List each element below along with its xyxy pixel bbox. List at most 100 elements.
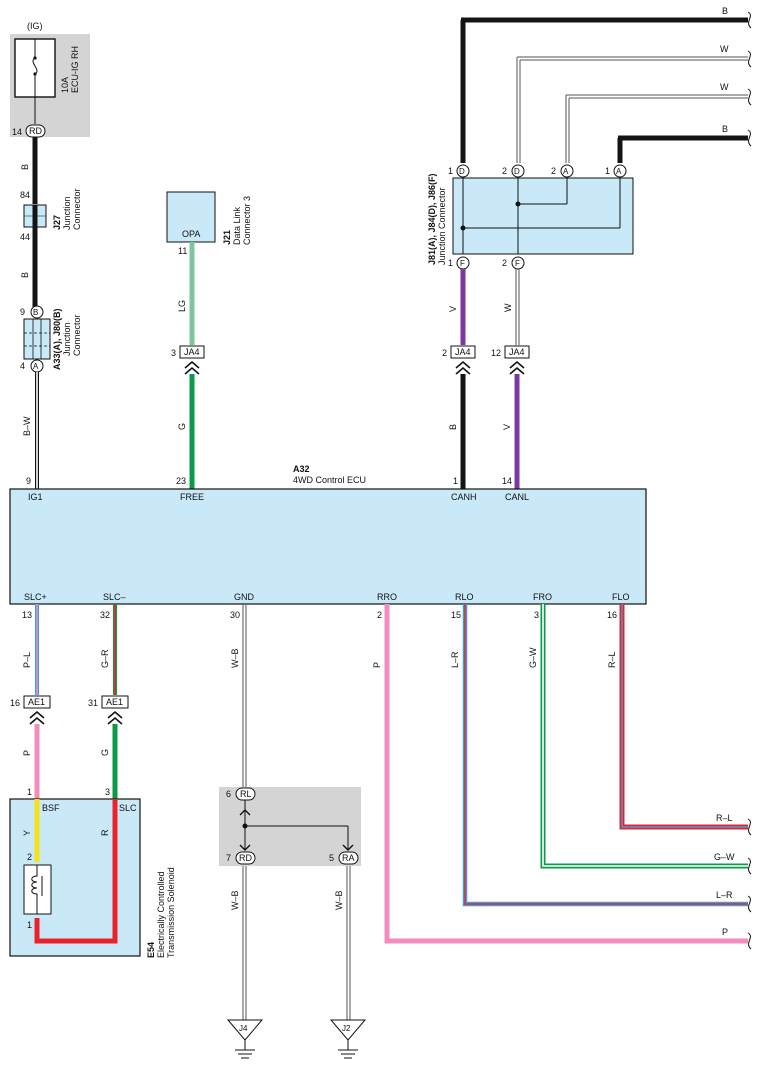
j33-code-top-text: B	[33, 308, 38, 317]
wire-label-p: P	[22, 750, 32, 756]
wire-label-canh: B	[448, 424, 458, 430]
j21-connector	[166, 191, 216, 243]
ecu-pin-slcp: 13	[22, 610, 32, 620]
j81-top-code-3	[560, 164, 574, 178]
ae1-right-code: AE1	[106, 697, 123, 707]
ja4-free-connector	[179, 345, 205, 359]
coil-icon	[31, 865, 38, 914]
j81-top-code-2-text: D	[514, 167, 520, 176]
ae1-left-code: AE1	[28, 697, 45, 707]
right-label-top-3: W	[720, 82, 729, 92]
wire-label-rro: P	[372, 662, 382, 668]
j33-code-bottom-text: A	[33, 362, 39, 371]
wire-label-bw: B–W	[22, 416, 32, 436]
ecu-term-canl: CANL	[505, 492, 529, 502]
ecu-term-canh: CANH	[451, 492, 477, 502]
ae1-left-chevron-icon	[29, 710, 45, 725]
ja4-canh-code: JA4	[455, 347, 471, 357]
ecu-term-rlo: RLO	[455, 592, 474, 602]
ra-code: RA	[342, 853, 355, 863]
ja4-canl-pin: 12	[491, 348, 501, 358]
wire-label-lg: LG	[177, 300, 187, 312]
ecu-term-flo: FLO	[612, 592, 630, 602]
rl-pin: 6	[226, 789, 231, 799]
wire-label-g: G	[177, 423, 187, 430]
ground-left-icon	[226, 1019, 264, 1041]
j33-connector	[23, 318, 51, 360]
j21-desc-1: Data Link	[232, 206, 242, 245]
rl-code: RL	[240, 789, 252, 799]
ecu-pin-gnd: 30	[230, 610, 240, 620]
rd-bottom-pin: 7	[226, 853, 231, 863]
ecu-pin-rro: 2	[377, 610, 382, 620]
ecu-term-fro: FRO	[533, 592, 552, 602]
fuse-source-label: (IG)	[27, 21, 43, 31]
j21-id: J21	[222, 230, 232, 245]
ra-connector	[338, 851, 359, 865]
j27-desc-1: Junction	[62, 196, 72, 230]
j27-id: J27	[52, 215, 62, 230]
solenoid-desc-2: Transmission Solenoid	[166, 867, 176, 958]
ecu-term-slcm: SLC–	[103, 592, 126, 602]
j81-top-code-3-text: A	[563, 167, 569, 176]
ecu-pin-rlo: 15	[451, 610, 461, 620]
ecu-term-rro: RRO	[377, 592, 397, 602]
j33-desc-2: Connector	[72, 314, 82, 356]
ja4-canl-chevron-icon	[509, 360, 525, 375]
ecu-term-ig1: IG1	[28, 492, 43, 502]
wire-label-w: W	[503, 303, 513, 312]
wire-label-wb: W–B	[230, 648, 240, 668]
ecu-pin-ig1: 9	[26, 476, 31, 486]
j21-pin: 11	[178, 246, 187, 256]
wire-label-flo: R–L	[607, 651, 617, 668]
j33-code-top	[30, 305, 44, 319]
wire-flo	[619, 604, 748, 830]
ja4-canh-pin: 2	[442, 348, 447, 358]
ae1-left-pin: 16	[10, 698, 20, 708]
rd-bottom-connector	[235, 851, 256, 865]
break-mark-2	[747, 50, 752, 68]
ae1-right-connector	[101, 695, 129, 709]
solenoid-pin-bottom: 1	[27, 920, 32, 930]
solenoid-pin-top-left: 1	[27, 787, 32, 797]
wire-label-wb2: W–B	[230, 890, 240, 910]
ecu-term-slcp: SLC+	[24, 592, 47, 602]
right-label-bottom-1: R–L	[716, 813, 733, 823]
wire-label-canl: V	[502, 424, 512, 430]
j81-top-code-4	[613, 164, 627, 178]
ja4-free-chevron-icon	[184, 360, 200, 375]
ja4-canh-chevron-icon	[455, 360, 471, 375]
j81-bottom-pin-2: 2	[502, 258, 507, 268]
j81-top-pin-4: 1	[605, 166, 610, 176]
ja4-canl-code: JA4	[509, 347, 525, 357]
ae1-right-chevron-icon	[107, 710, 123, 725]
wire-label-rlo: L–R	[450, 651, 460, 668]
right-label-bottom-3: L–R	[716, 890, 733, 900]
j33-pin-top: 9	[20, 307, 25, 317]
ground-left-label: J4	[239, 1024, 248, 1033]
break-mark-3	[747, 88, 752, 106]
j21-terminal: OPA	[182, 229, 200, 239]
j81-top-pin-2: 2	[502, 166, 507, 176]
j33-id: A33(A), J80(B)	[52, 308, 62, 370]
j81-top-code-1	[456, 164, 470, 178]
j81-bottom-code-1-text: F	[460, 259, 465, 268]
break-mark-1	[747, 11, 752, 29]
ae1-left-connector	[23, 695, 51, 709]
break-mark-7	[747, 895, 752, 913]
j81-bottom-code-2-text: F	[515, 259, 520, 268]
fuse-rating: 10A	[60, 77, 70, 93]
rd-bottom-code: RD	[239, 853, 252, 863]
ecu-pin-flo: 16	[607, 610, 617, 620]
j81-top-code-4-text: A	[616, 167, 622, 176]
right-label-top-2: W	[720, 44, 729, 54]
ecu-pin-canh: 1	[453, 476, 458, 486]
wire-label-gr: G–R	[100, 649, 110, 668]
break-mark-8	[747, 932, 752, 950]
ecu-term-gnd: GND	[234, 592, 255, 602]
j81-bottom-pin-1: 1	[448, 258, 453, 268]
j81-top-code-1-text: D	[459, 167, 465, 176]
j27-desc-2: Connector	[72, 188, 82, 230]
j21-desc-2: Connector 3	[242, 196, 252, 245]
j81-desc: Junction Connector	[437, 187, 447, 265]
